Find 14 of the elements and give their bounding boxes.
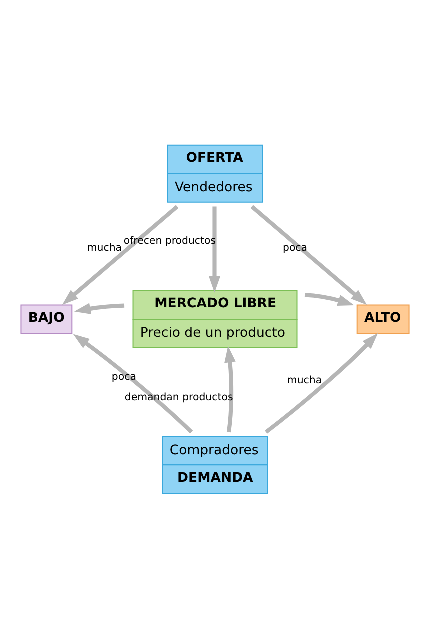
edge-label: ofrecen productos bbox=[123, 236, 216, 247]
edge-label: mucha bbox=[286, 376, 322, 387]
edge-label: demandan productos bbox=[124, 392, 233, 404]
edge-label: poca bbox=[111, 372, 136, 383]
arrow bbox=[62, 205, 178, 306]
edge-label: mucha bbox=[86, 243, 122, 254]
arrow bbox=[264, 333, 378, 434]
arrow bbox=[304, 293, 354, 306]
edge-label: poca bbox=[282, 243, 308, 254]
arrow bbox=[208, 206, 220, 293]
arrow bbox=[250, 205, 367, 306]
arrow bbox=[72, 334, 193, 434]
arrow bbox=[74, 303, 124, 314]
arrow bbox=[224, 346, 236, 433]
